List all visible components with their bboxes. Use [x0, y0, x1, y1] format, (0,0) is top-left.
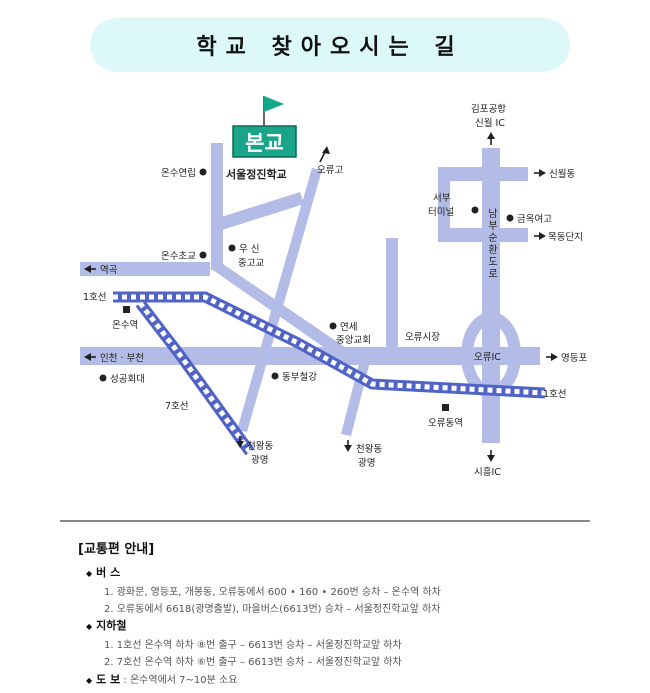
arrow-left-icon — [84, 265, 91, 273]
label-line7: 7호선 — [165, 401, 189, 412]
road-cheonwang-mid — [341, 348, 373, 436]
label-sunggonghoe: 성공회대 — [110, 374, 145, 385]
dir-yeokgok: 역곡 — [100, 265, 118, 276]
school-marker: 본교 — [232, 96, 297, 158]
arrow-up-icon — [322, 146, 330, 154]
dot-seobu — [471, 206, 479, 214]
road-top-diag — [218, 192, 304, 230]
bus-line-1: 1. 광화문, 영등포, 개봉동, 오류동에서 600 • 160 • 260번… — [104, 587, 441, 598]
label-line1-right: 1호선 — [543, 389, 567, 400]
page-title: 학교 찾아오시는 길 — [196, 35, 464, 60]
dot-sunggonghoe — [99, 374, 107, 382]
label-dongbu: 동부철강 — [282, 372, 317, 383]
location-map: 본교 서울정진학교 온수연립 온수초교 우 신 중고교 온수역 연세 중앙교회 … — [80, 96, 587, 478]
dir-siheung: 시흥IC — [474, 466, 501, 478]
subway-section-title: ◆지하철 — [86, 619, 127, 632]
railways — [113, 291, 546, 456]
dir-sinwol: 신월동 — [549, 168, 575, 180]
walk-text: : 온수역에서 7~10분 소요 — [123, 675, 238, 686]
arrow-down-icon — [487, 455, 495, 462]
diamond-bullet-icon: ◆ — [86, 569, 93, 578]
dot-usin — [228, 244, 236, 252]
dir-gimpo-2: 신월 IC — [475, 117, 505, 129]
school-sign-label: 본교 — [245, 131, 284, 155]
label-seobu-2: 터미널 — [428, 207, 454, 218]
diamond-bullet-icon: ◆ — [86, 622, 93, 631]
arrow-right-icon — [539, 169, 546, 177]
flag-icon — [264, 96, 284, 112]
dir-gimpo-1: 김포공항 — [471, 103, 506, 115]
dir-cheonwang-mid-2: 광명 — [358, 457, 375, 469]
road-onsu-north — [211, 143, 223, 270]
dot-dongbu — [271, 372, 279, 380]
label-oryu-market: 오류시장 — [405, 332, 440, 343]
dir-yeongdeungpo: 영등포 — [561, 353, 587, 364]
dir-cheonwang-left-2: 광명 — [251, 454, 268, 466]
label-yonsei-2: 중앙교회 — [336, 334, 371, 346]
label-line1-left: 1호선 — [83, 292, 107, 303]
label-nambu-road: 남부순환도로 — [486, 208, 498, 280]
road-sinwol-connector — [438, 167, 450, 242]
section-divider — [60, 520, 590, 522]
dir-cheonwang-mid-1: 천왕동 — [356, 444, 382, 455]
arrow-down-icon — [236, 441, 244, 448]
label-oryu-station: 오류동역 — [428, 418, 463, 429]
subway-line-1: 1. 1호선 온수역 하차 ⑧번 출구 – 6613번 승차 – 서울정진학교앞… — [104, 640, 402, 651]
school-name: 서울정진학교 — [226, 167, 287, 181]
road-nambu-main — [482, 148, 500, 443]
dot-yonsei — [329, 322, 337, 330]
road-oryugo — [237, 168, 322, 432]
onsu-station-marker — [123, 306, 130, 313]
arrow-right-icon — [551, 353, 558, 361]
road-incheon-yeongdeungpo — [80, 347, 540, 365]
school-sign — [232, 125, 297, 158]
landmarks: 온수연립 온수초교 우 신 중고교 온수역 연세 중앙교회 오류시장 성공회대 … — [83, 167, 567, 429]
rail-line7-ties — [138, 301, 253, 454]
dot-onsu-apt — [199, 168, 207, 176]
label-yonsei-1: 연세 — [340, 322, 357, 333]
arrow-oryugo — [319, 146, 330, 163]
label-oryu-ic: 오류IC — [474, 352, 501, 363]
oryu-station-marker — [442, 404, 449, 411]
dir-cheonwang-left-1: 천왕동 — [247, 441, 273, 452]
direction-labels: 오류고 김포공항 신월 IC 신월동 목동단지 역곡 인천 · 부천 영등포 천… — [84, 103, 587, 478]
dir-incheon: 인천 · 부천 — [100, 353, 144, 364]
arrow-left-icon — [84, 353, 91, 361]
rail-line1 — [113, 291, 546, 399]
label-onsu-elem: 온수초교 — [161, 251, 196, 262]
label-usin-2: 중고교 — [238, 258, 264, 269]
transport-info: [교통편 안내] ◆버 스 1. 광화문, 영등포, 개봉동, 오류동에서 60… — [78, 538, 598, 689]
info-heading: [교통편 안내] — [78, 542, 155, 557]
label-onsu-station: 온수역 — [112, 320, 138, 331]
label-seobu-1: 서부 — [433, 193, 451, 204]
dot-onsu-elem — [199, 251, 207, 259]
title-banner: 학교 찾아오시는 길 — [90, 18, 570, 72]
label-geumok: 금옥여고 — [517, 213, 552, 225]
walk-section: ◆도 보 : 온수역에서 7~10분 소요 — [86, 673, 238, 686]
bus-line-2: 2. 오류동에서 6618(광명출발), 마을버스(6613번) 승차 – 서울… — [104, 604, 441, 615]
label-usin-1: 우 신 — [239, 244, 260, 255]
dir-oryugo: 오류고 — [317, 165, 343, 176]
diamond-bullet-icon: ◆ — [86, 676, 93, 685]
dir-mokdong: 목동단지 — [548, 232, 583, 243]
road-onsu-diag — [210, 262, 352, 360]
arrow-down-icon — [344, 445, 352, 452]
arrow-up-icon — [487, 132, 495, 139]
road-yeokgok — [80, 262, 210, 276]
road-oryu-market — [386, 238, 398, 353]
arrow-right-icon — [539, 232, 546, 240]
subway-line-2: 2. 7호선 온수역 하차 ⑥번 출구 – 6613번 승차 – 서울정진학교앞… — [104, 657, 402, 668]
dot-geumok — [506, 214, 514, 222]
label-onsu-apt: 온수연립 — [161, 167, 196, 179]
bus-section-title: ◆버 스 — [86, 566, 121, 579]
